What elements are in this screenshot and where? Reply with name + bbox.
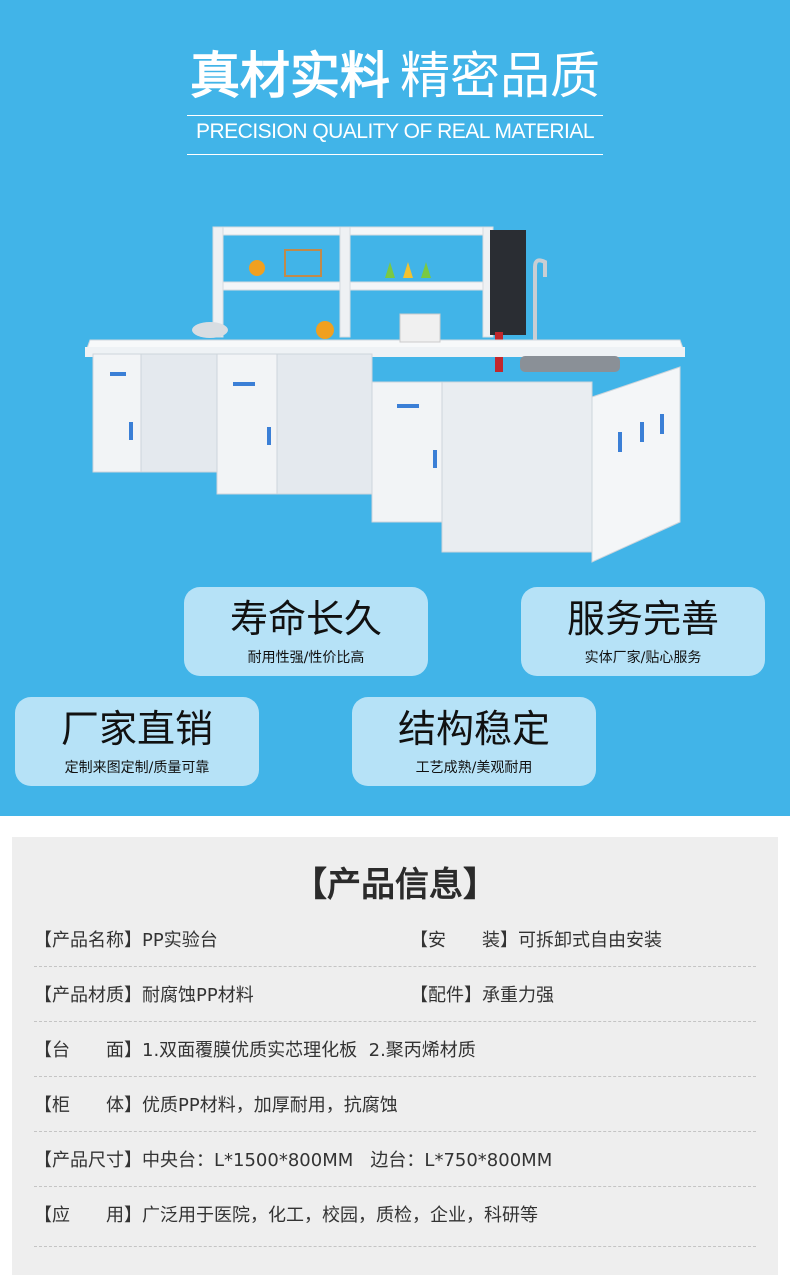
feature-subtitle: 实体厂家/贴心服务 — [584, 650, 702, 666]
info-row-left: 【产品尺寸】中央台：L*1500*800MM 边台：L*750*800MM — [34, 1150, 553, 1171]
hero-banner: 真材实料精密品质 PRECISION QUALITY OF REAL MATER… — [0, 0, 790, 816]
info-row: 【产品尺寸】中央台：L*1500*800MM 边台：L*750*800MM — [34, 1132, 756, 1187]
feature-title: 结构稳定 — [397, 707, 550, 751]
feature-card-service: 服务完善 实体厂家/贴心服务 — [521, 587, 765, 676]
hero-title: 真材实料精密品质 — [0, 36, 790, 108]
lab-bench-image — [85, 226, 685, 563]
feature-card-stability: 结构稳定 工艺成熟/美观耐用 — [352, 697, 596, 786]
info-row-left: 【应 用】广泛用于医院，化工，校园，质检，企业，科研等 — [34, 1205, 538, 1226]
info-row: 【产品材质】耐腐蚀PP材料 【配件】承重力强 — [34, 967, 756, 1022]
info-row: 【柜 体】优质PP材料，加厚耐用，抗腐蚀 — [34, 1077, 756, 1132]
divider — [187, 154, 603, 155]
hero-subtitle: PRECISION QUALITY OF REAL MATERIAL — [195, 120, 595, 143]
hero-title-light: 精密品质 — [400, 47, 600, 105]
feature-subtitle: 耐用性强/性价比高 — [247, 650, 365, 666]
feature-title: 寿命长久 — [229, 597, 382, 641]
feature-subtitle: 工艺成熟/美观耐用 — [415, 760, 533, 776]
feature-title: 厂家直销 — [60, 707, 213, 751]
info-row-left: 【产品材质】耐腐蚀PP材料 — [34, 985, 254, 1006]
info-row: 【应 用】广泛用于医院，化工，校园，质检，企业，科研等 — [34, 1187, 756, 1247]
info-row-left: 【台 面】1.双面覆膜优质实芯理化板 2.聚丙烯材质 — [34, 1040, 476, 1061]
info-row-left: 【柜 体】优质PP材料，加厚耐用，抗腐蚀 — [34, 1095, 398, 1116]
feature-title: 服务完善 — [566, 597, 719, 641]
info-row-right: 【配件】承重力强 — [410, 985, 554, 1006]
divider — [187, 115, 603, 116]
info-row-right: 【安 装】可拆卸式自由安装 — [410, 930, 662, 951]
info-row-left: 【产品名称】PP实验台 — [34, 930, 218, 951]
info-row: 【产品名称】PP实验台 【安 装】可拆卸式自由安装 — [34, 912, 756, 967]
product-info-panel: 【产品信息】 【产品名称】PP实验台 【安 装】可拆卸式自由安装 【产品材质】耐… — [12, 837, 778, 1275]
product-info-title: 【产品信息】 — [293, 865, 497, 905]
feature-card-longevity: 寿命长久 耐用性强/性价比高 — [184, 587, 428, 676]
info-row: 【台 面】1.双面覆膜优质实芯理化板 2.聚丙烯材质 — [34, 1022, 756, 1077]
feature-card-direct-sale: 厂家直销 定制来图定制/质量可靠 — [15, 697, 259, 786]
hero-title-bold: 真材实料 — [190, 47, 390, 105]
feature-subtitle: 定制来图定制/质量可靠 — [64, 760, 210, 776]
